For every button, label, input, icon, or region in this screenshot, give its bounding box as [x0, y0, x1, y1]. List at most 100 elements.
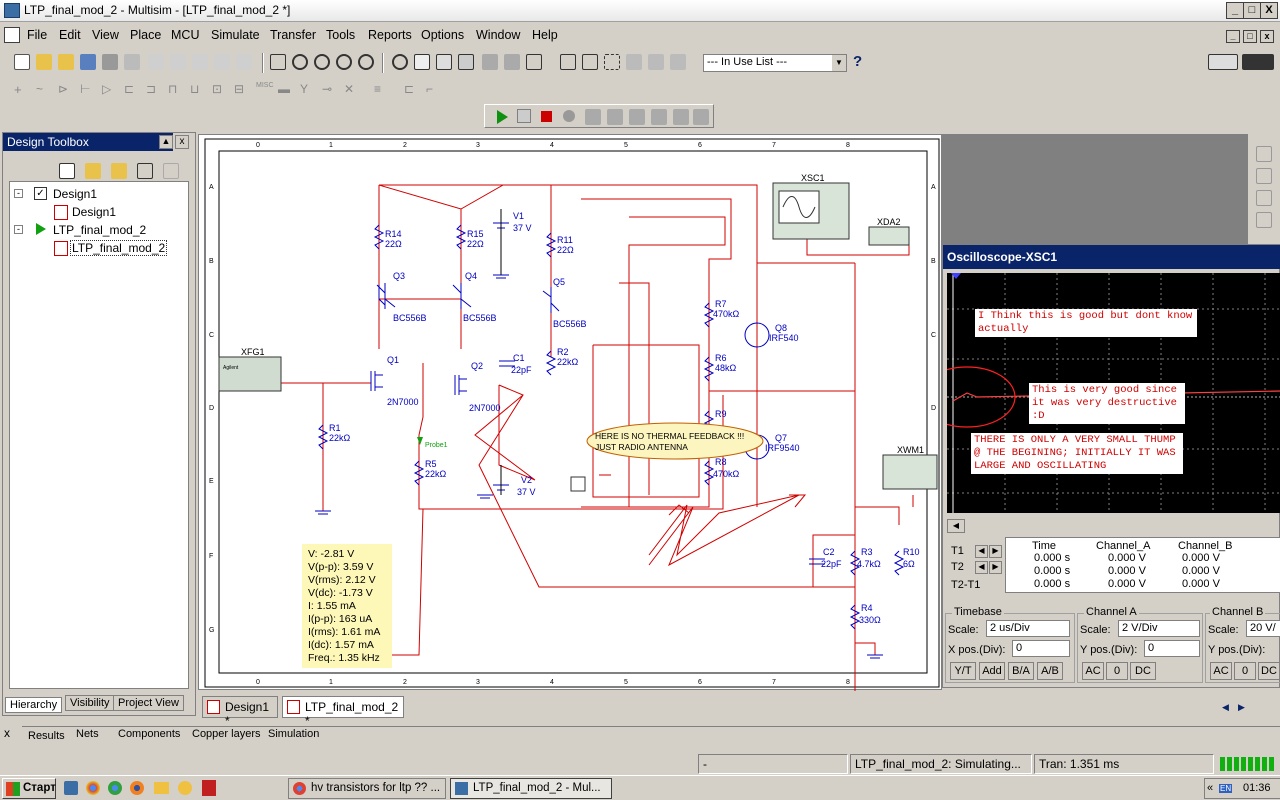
close-button[interactable]: X: [1260, 2, 1278, 19]
tray-expand-icon[interactable]: «: [1207, 782, 1214, 794]
tab-ltp-final[interactable]: LTP_final_mod_2 *: [282, 696, 404, 728]
tab-design1[interactable]: Design1 *: [202, 696, 278, 728]
grid-icon[interactable]: [458, 54, 474, 70]
wattmeter-icon[interactable]: [1256, 190, 1272, 206]
step-out-icon[interactable]: [629, 109, 645, 125]
t2-left-arrow[interactable]: ◀: [975, 561, 988, 574]
spreadsheet-close[interactable]: x: [4, 726, 10, 740]
tab-project-view[interactable]: Project View: [113, 695, 184, 711]
chevron-down-icon[interactable]: ▼: [832, 55, 846, 71]
channel-a-dc-button[interactable]: DC: [1130, 662, 1156, 680]
tree-item-design1-sheet[interactable]: Design1: [72, 205, 117, 219]
place-analog-icon[interactable]: ▷: [102, 82, 112, 96]
toolbox-close-button[interactable]: x: [175, 135, 189, 149]
tab-visibility[interactable]: Visibility: [65, 695, 115, 711]
copy-icon[interactable]: [170, 54, 186, 70]
place-source-icon[interactable]: +: [14, 82, 22, 97]
find-icon[interactable]: [392, 54, 408, 70]
menu-mcu[interactable]: MCU: [171, 28, 200, 42]
show-desktop-icon[interactable]: [64, 781, 78, 795]
doc-minimize-button[interactable]: _: [1226, 30, 1240, 43]
function-generator-icon[interactable]: [1256, 168, 1272, 184]
tab-copper-layers[interactable]: Copper layers: [192, 728, 261, 740]
run-to-cursor-icon[interactable]: [651, 109, 667, 125]
paste-icon[interactable]: [192, 54, 208, 70]
breadboard-icon[interactable]: [1208, 54, 1238, 70]
menu-edit[interactable]: Edit: [59, 28, 81, 42]
channel-b-ac-button[interactable]: AC: [1210, 662, 1232, 680]
run-button[interactable]: [497, 110, 508, 124]
channel-b-zero-button[interactable]: 0: [1234, 662, 1256, 680]
zoom-area-icon[interactable]: [336, 54, 352, 70]
view-3d-icon[interactable]: [1242, 54, 1274, 70]
print-preview-icon[interactable]: [124, 54, 140, 70]
start-button[interactable]: Старт: [2, 778, 56, 799]
oscilloscope-screen[interactable]: I Think this is good but dont know actua…: [947, 273, 1280, 513]
transfer-icon[interactable]: [604, 54, 620, 70]
channel-a-ac-button[interactable]: AC: [1082, 662, 1104, 680]
channel-b-dc-button[interactable]: DC: [1258, 662, 1280, 680]
tree-item-design1[interactable]: Design1: [53, 187, 98, 201]
explorer-icon[interactable]: [178, 781, 192, 795]
backannotate-icon[interactable]: [626, 54, 642, 70]
doc-restore-button[interactable]: □: [1243, 30, 1257, 43]
menu-file[interactable]: File: [27, 28, 48, 42]
save-design-icon[interactable]: [111, 163, 127, 179]
zoom-fit-icon[interactable]: [358, 54, 374, 70]
new-icon[interactable]: [14, 54, 30, 70]
close-design-icon[interactable]: [137, 163, 153, 179]
channel-a-scale-input[interactable]: 2 V/Div: [1118, 620, 1200, 637]
channel-a-ypos-input[interactable]: 0: [1144, 640, 1200, 657]
new-design-icon[interactable]: [59, 163, 75, 179]
timebase-xpos-input[interactable]: 0: [1012, 640, 1070, 657]
place-diode-icon[interactable]: ⊳: [58, 82, 69, 96]
fullscreen-icon[interactable]: [270, 54, 286, 70]
zoom-out-icon[interactable]: [314, 54, 330, 70]
stop-button[interactable]: [541, 111, 552, 122]
place-rf-icon[interactable]: Y: [300, 82, 309, 96]
in-use-list-dropdown[interactable]: --- In Use List --- ▼: [703, 54, 847, 72]
help-button[interactable]: ?: [853, 53, 863, 70]
add-button[interactable]: Add: [979, 662, 1005, 680]
maximize-button[interactable]: □: [1243, 2, 1261, 19]
place-indicator-icon[interactable]: ⊡: [212, 82, 223, 96]
chrome-icon[interactable]: [86, 781, 100, 795]
toggle-breakpoint-icon[interactable]: [673, 109, 689, 125]
place-power-icon[interactable]: ⊟: [234, 82, 245, 96]
place-misc-digital-icon[interactable]: ⊓: [168, 82, 178, 96]
t1-left-arrow[interactable]: ◀: [975, 545, 988, 558]
yt-button[interactable]: Y/T: [950, 662, 976, 680]
toggle-toolbox-icon[interactable]: [414, 54, 430, 70]
place-advanced-icon[interactable]: ▬: [278, 82, 290, 96]
channel-b-scale-input[interactable]: 20 V/: [1246, 620, 1280, 637]
tab-nets[interactable]: Nets: [76, 728, 99, 740]
toolbox-minimize-button[interactable]: ▲: [159, 135, 173, 149]
step-over-icon[interactable]: [585, 109, 601, 125]
timebase-scale-input[interactable]: 2 us/Div: [986, 620, 1070, 637]
tab-scroll-left[interactable]: ◀: [1222, 702, 1229, 712]
tree-expand-icon[interactable]: -: [14, 225, 23, 234]
menu-options[interactable]: Options: [421, 28, 465, 42]
place-electromech-icon[interactable]: ⊸: [322, 82, 333, 96]
menu-help[interactable]: Help: [532, 28, 558, 42]
firefox-icon[interactable]: [130, 781, 144, 795]
place-transistor-icon[interactable]: ⊢: [80, 82, 91, 96]
folder-icon[interactable]: [154, 782, 169, 794]
tree-expand-icon[interactable]: -: [14, 189, 23, 198]
acrobat-icon[interactable]: [202, 780, 216, 796]
place-ttl-icon[interactable]: ⊏: [124, 82, 135, 96]
erc-icon[interactable]: [582, 54, 598, 70]
tab-hierarchy[interactable]: Hierarchy: [5, 697, 63, 713]
place-mixed-icon[interactable]: ⊔: [190, 82, 200, 96]
open-sample-icon[interactable]: [58, 54, 74, 70]
print-icon[interactable]: [102, 54, 118, 70]
tab-scroll-right[interactable]: ▶: [1238, 702, 1245, 712]
place-bus-icon[interactable]: ⌐: [426, 82, 434, 96]
menu-tools[interactable]: Tools: [326, 28, 356, 42]
menu-place[interactable]: Place: [130, 28, 162, 42]
undo-icon[interactable]: [214, 54, 230, 70]
tree-item-ltp[interactable]: LTP_final_mod_2: [53, 223, 147, 237]
open-icon[interactable]: [36, 54, 52, 70]
menu-reports[interactable]: Reports: [368, 28, 412, 42]
task-chrome[interactable]: hv transistors for ltp ?? ...: [288, 778, 446, 799]
